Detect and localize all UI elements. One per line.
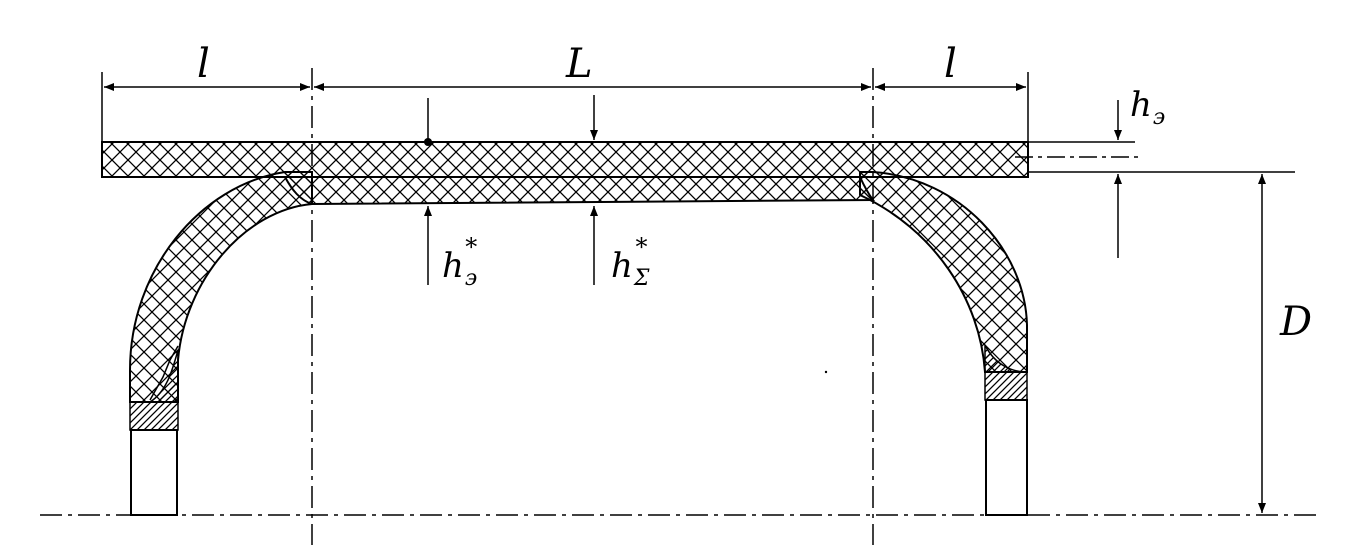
label-h-sigma-star: hΣ*: [611, 233, 650, 291]
left-tear-line: [149, 345, 179, 401]
label-D: D: [1279, 299, 1312, 345]
right-hatched-end: [984, 344, 1028, 401]
lower-layer: [283, 176, 875, 206]
upper-layer: [101, 141, 1029, 178]
left-bent-arm: [129, 171, 313, 403]
label-h-e-star: hэ*: [442, 233, 477, 291]
stray-dot: [824, 370, 828, 374]
label-l-left: l: [197, 41, 210, 87]
right-bent-arm: [859, 171, 1028, 373]
dimension-h-e-star-dot: [424, 138, 432, 146]
label-l-right: l: [944, 41, 957, 87]
left-hatched-end: [129, 349, 179, 431]
label-L: L: [565, 41, 593, 87]
label-h-e: hэ: [1130, 85, 1165, 130]
left-pipe-stub: [130, 429, 178, 516]
right-pipe-stub: [985, 399, 1028, 516]
